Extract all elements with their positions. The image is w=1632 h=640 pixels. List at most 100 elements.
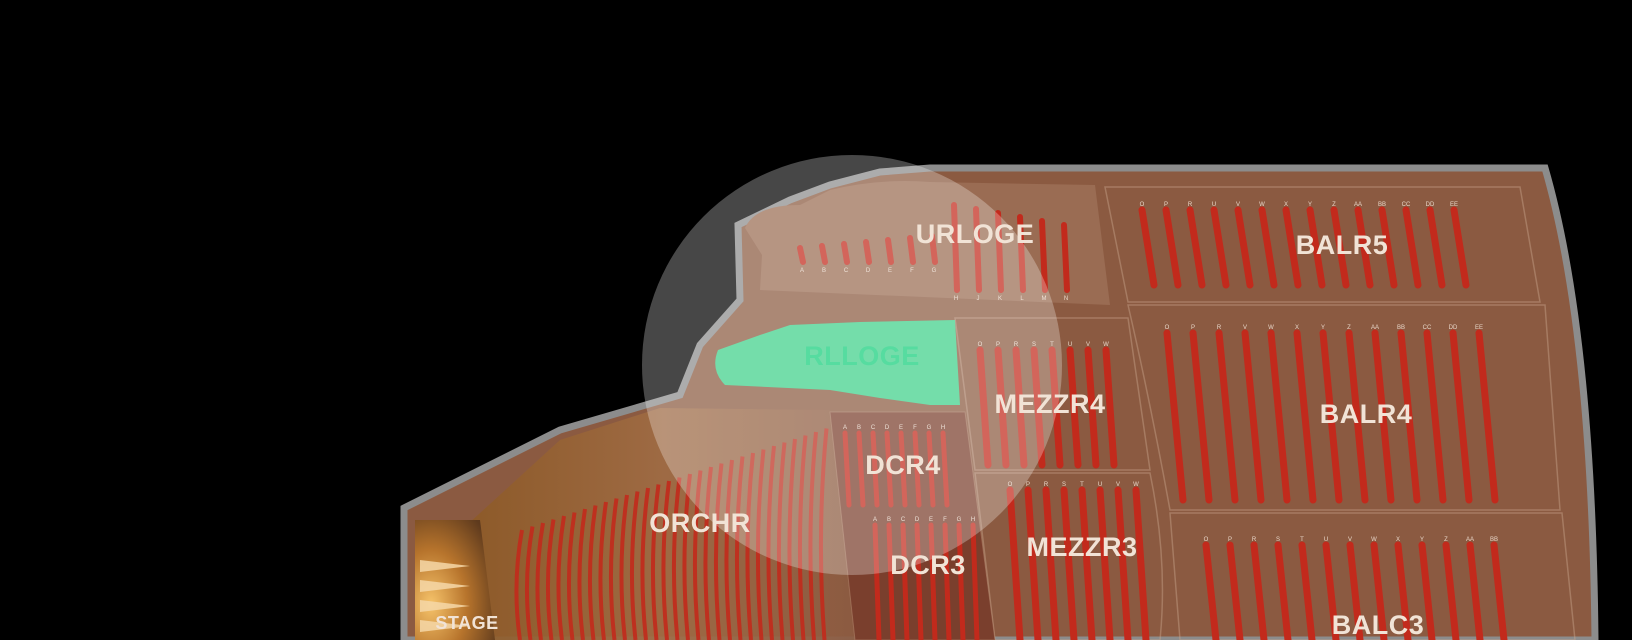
urloge-area[interactable] <box>745 181 1110 305</box>
orchr-rows <box>514 428 829 640</box>
row-letter: W <box>1371 537 1377 543</box>
seat-row <box>608 498 619 640</box>
seat-row <box>940 430 950 508</box>
seat-row <box>898 430 908 508</box>
seat-row <box>1322 541 1340 640</box>
section-label-urloge[interactable]: URLOGE <box>916 219 1035 249</box>
seat-row <box>1132 486 1150 640</box>
seat-row <box>872 522 882 640</box>
row-letter: DD <box>1426 202 1435 208</box>
dcr-rows: ABCDEFGHABCDEFGH <box>842 425 980 640</box>
row-letter: D <box>885 425 890 431</box>
seat-row <box>787 438 797 640</box>
row-letter: V <box>1236 202 1240 208</box>
row-letter: O <box>1140 202 1145 208</box>
section-label-balr4[interactable]: BALR4 <box>1320 399 1413 429</box>
seat-row <box>1096 486 1114 640</box>
seat-row <box>1397 329 1421 504</box>
row-letter: V <box>1348 537 1352 543</box>
seat-row <box>1060 486 1078 640</box>
row-letter: S <box>1032 342 1036 348</box>
section-label-mezzr3[interactable]: MEZZR3 <box>1027 532 1138 562</box>
row-letter: Y <box>1308 202 1312 208</box>
row-letter: Z <box>1347 325 1351 331</box>
seat-row <box>619 494 629 640</box>
section-label-balc3[interactable]: BALC3 <box>1332 610 1425 640</box>
row-letter: T <box>1050 342 1054 348</box>
seat-row <box>1042 486 1060 640</box>
seat-row <box>1202 541 1220 640</box>
section-label-rlloge[interactable]: RLLOGE <box>804 341 920 371</box>
seat-row <box>1274 541 1292 640</box>
row-letter: U <box>1212 202 1216 208</box>
row-letter: BB <box>1378 202 1386 208</box>
row-letter: O <box>978 342 983 348</box>
row-letter: X <box>1295 325 1299 331</box>
seat-row <box>1442 541 1460 640</box>
row-letter: B <box>857 425 861 431</box>
seat-row <box>1402 206 1422 289</box>
seat-row <box>1189 329 1213 504</box>
seat-row <box>1490 541 1508 640</box>
seat-row <box>650 484 661 640</box>
row-letter: E <box>899 425 903 431</box>
seat-row <box>661 480 671 640</box>
section-label-stage[interactable]: STAGE <box>435 613 498 633</box>
row-letter: D <box>915 517 920 523</box>
rlloge-section[interactable] <box>715 320 960 405</box>
section-label-orchr[interactable]: ORCHR <box>649 508 751 538</box>
seat-row <box>1039 218 1048 293</box>
row-letter: U <box>1324 537 1328 543</box>
seat-row <box>929 233 938 265</box>
row-letter: M <box>1042 296 1047 302</box>
seat-row <box>1370 541 1388 640</box>
seat-row <box>671 477 682 640</box>
row-letter: G <box>932 268 937 274</box>
seat-row <box>577 508 587 640</box>
seat-row <box>1450 206 1470 289</box>
row-letter: B <box>822 268 826 274</box>
seat-row <box>1241 329 1265 504</box>
row-letter: O <box>1008 482 1013 488</box>
seat-row <box>1423 329 1447 504</box>
seat-row <box>1394 541 1412 640</box>
section-label-mezzr4[interactable]: MEZZR4 <box>995 389 1106 419</box>
row-letter: S <box>1276 537 1280 543</box>
section-label-dcr3[interactable]: DCR3 <box>890 550 966 580</box>
seat-row <box>907 235 916 265</box>
row-letter: S <box>1062 482 1066 488</box>
seat-row <box>1012 346 1028 469</box>
row-letter: G <box>927 425 932 431</box>
row-letter: V <box>1086 342 1090 348</box>
row-letter: P <box>1191 325 1195 331</box>
seat-row <box>797 245 806 265</box>
section-label-balr5[interactable]: BALR5 <box>1296 230 1389 260</box>
row-letter: D <box>866 268 871 274</box>
row-letter: J <box>977 296 980 302</box>
seat-row <box>1250 541 1268 640</box>
row-letter: CC <box>1423 325 1432 331</box>
row-letter: BB <box>1490 537 1498 543</box>
seat-row <box>884 430 894 508</box>
seat-row <box>797 435 808 640</box>
row-letter: W <box>1133 482 1139 488</box>
seat-row <box>842 430 852 508</box>
row-letter: B <box>887 517 891 523</box>
seat-row <box>942 522 952 640</box>
seat-row <box>914 522 924 640</box>
row-letter: P <box>1164 202 1168 208</box>
seat-row <box>587 505 598 640</box>
row-letter: AA <box>1371 325 1379 331</box>
seat-row <box>1234 206 1254 289</box>
row-letter: P <box>996 342 1000 348</box>
section-label-dcr4[interactable]: DCR4 <box>865 450 941 480</box>
seat-row <box>1426 206 1446 289</box>
row-letter: V <box>1116 482 1120 488</box>
seat-row <box>863 239 872 265</box>
seat-row <box>886 522 896 640</box>
seat-row <box>995 210 1004 293</box>
seat-row <box>970 522 980 640</box>
seat-row <box>912 430 922 508</box>
row-letter: G <box>957 517 962 523</box>
seat-row <box>1017 214 1026 293</box>
